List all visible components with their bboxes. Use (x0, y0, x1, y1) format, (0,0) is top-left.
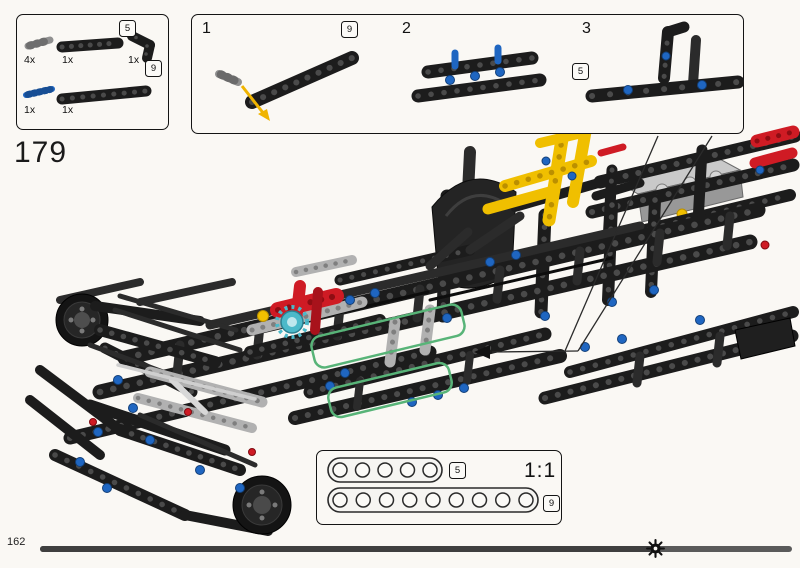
left-arrow-icon (474, 345, 490, 359)
red-gearbox (244, 280, 386, 358)
part-length-badge: 9 (341, 21, 358, 38)
callout-lines (474, 135, 713, 359)
steps-diagram (215, 21, 744, 121)
chassis-illustration (25, 123, 800, 536)
assembly-steps-panel (191, 14, 744, 134)
sun-icon (646, 539, 665, 558)
scale-label: 1:1 (524, 459, 557, 482)
scale-beam-9 (327, 487, 539, 513)
part-length-badge: 9 (543, 495, 560, 512)
step-index: 3 (582, 20, 591, 37)
red-engine-part (749, 125, 800, 169)
step-index: 2 (402, 20, 411, 37)
part-gray-pin (24, 36, 54, 50)
front-suspension (25, 293, 292, 536)
scale-beam-5 (327, 457, 443, 483)
part-count: 1x (24, 104, 36, 116)
part-count: 1x (62, 54, 74, 66)
part-beam-5 (56, 37, 124, 53)
page-number: 162 (7, 536, 26, 548)
part-beam-9 (56, 85, 152, 105)
parts-list-panel (16, 14, 169, 130)
progress-bar (40, 546, 792, 552)
highlight-outline (310, 303, 466, 419)
parts-diagram (23, 31, 155, 105)
part-length-badge: 5 (119, 20, 136, 37)
step-index: 1 (202, 20, 211, 37)
red-detail-pins (89, 240, 770, 456)
step-number: 179 (14, 136, 68, 169)
part-count: 4x (24, 54, 36, 66)
blue-pins (75, 165, 765, 493)
part-blue-axle (23, 86, 55, 98)
part-length-badge: 5 (572, 63, 589, 80)
part-count: 1x (62, 104, 74, 116)
rear-lower-frame (538, 306, 799, 405)
progress-bar-fill (40, 546, 652, 552)
step-3-drawing (585, 21, 744, 103)
part-length-badge: 5 (449, 462, 466, 479)
step-1-drawing (215, 51, 359, 121)
step-2-drawing (411, 44, 547, 103)
part-count: 1x (128, 54, 140, 66)
yellow-assembly (482, 123, 645, 227)
part-length-badge: 9 (145, 60, 162, 77)
part-corner-liftarm (127, 31, 155, 63)
insert-arrow-icon (240, 85, 266, 115)
scale-diagram (327, 457, 539, 513)
